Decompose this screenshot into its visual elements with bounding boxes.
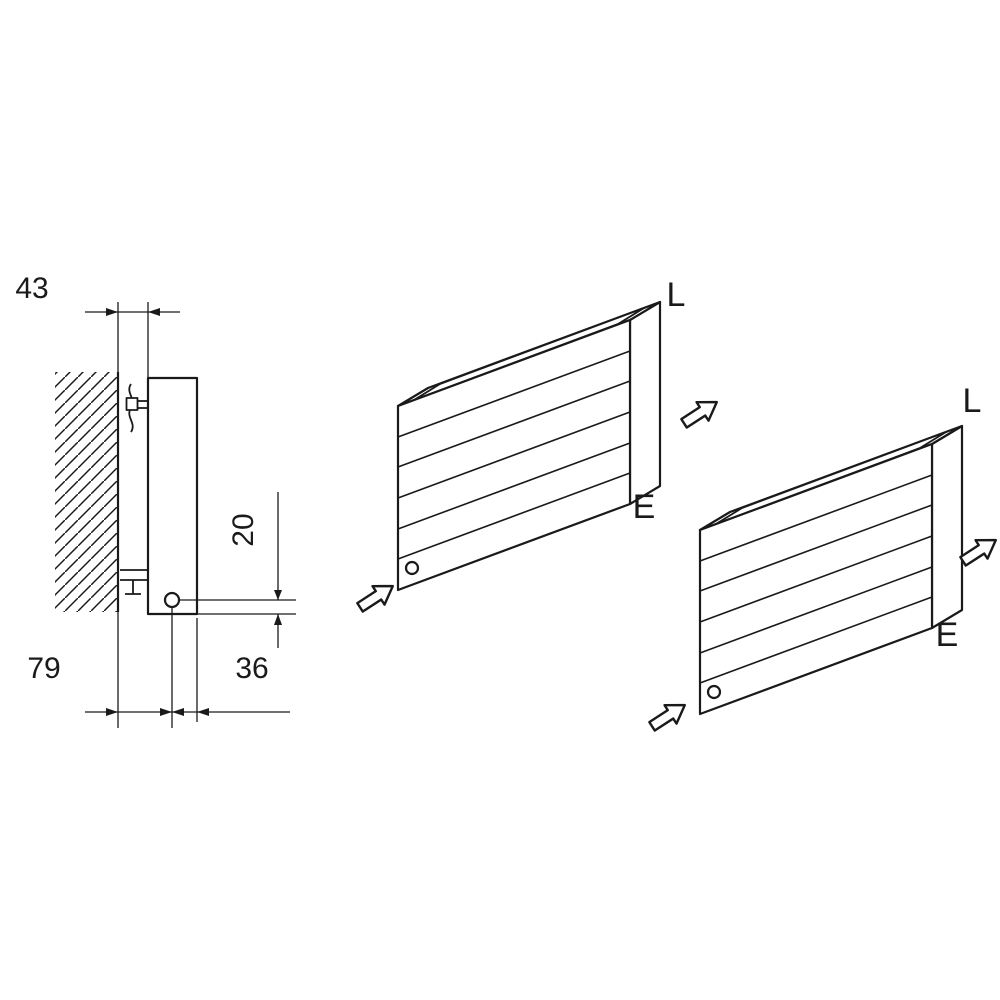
radiator-right-face <box>930 424 964 630</box>
dimension-wall-gap: 43 <box>15 272 180 378</box>
airflow-arrow-icon <box>680 400 718 429</box>
dimension-pipe-drop: 20 <box>227 492 282 648</box>
slat-line <box>699 504 933 592</box>
dim-arrowhead <box>106 708 118 716</box>
slat-line <box>397 380 631 468</box>
pipe-connection <box>163 591 181 609</box>
side-section-view: 43 20 79 36 <box>15 272 296 728</box>
airflow-arrow-icon <box>648 703 686 732</box>
radiator-right-face <box>628 300 662 506</box>
label-l: L <box>963 382 982 420</box>
iso-radiator-grille-top: L E <box>698 382 982 716</box>
upper-wall-bracket <box>125 383 148 433</box>
slat-line <box>397 442 631 530</box>
dim-arrowhead <box>172 708 184 716</box>
drain-plug <box>706 684 722 700</box>
iso-radiator-open-top: L E <box>396 276 686 592</box>
dim-value-79: 79 <box>27 652 60 685</box>
slat-line <box>699 535 933 623</box>
dim-value-20: 20 <box>227 513 260 546</box>
slat-line <box>397 411 631 499</box>
drain-plug <box>404 560 420 576</box>
dimension-bottom-offsets: 79 36 <box>27 607 290 728</box>
dim-arrowhead <box>106 308 118 316</box>
airflow-arrow-icon <box>959 538 997 567</box>
slat-line <box>397 350 631 438</box>
slat-line <box>699 566 933 654</box>
label-e: E <box>633 488 656 526</box>
radiator-side-profile <box>146 376 199 616</box>
airflow-arrow-icon <box>356 584 394 613</box>
dim-arrowhead <box>274 590 282 600</box>
label-e: E <box>936 616 959 654</box>
slat-line <box>699 474 933 562</box>
wall-hatch <box>55 372 118 612</box>
bracket-clip <box>125 397 139 411</box>
dim-arrowhead <box>160 708 172 716</box>
label-l: L <box>667 276 686 314</box>
slat-line <box>699 596 933 684</box>
dim-arrowhead <box>148 308 160 316</box>
dim-value-36: 36 <box>235 652 268 685</box>
lower-support-bracket <box>120 569 148 595</box>
dim-arrowhead <box>197 708 209 716</box>
slat-line <box>397 472 631 560</box>
dim-arrowhead <box>274 614 282 625</box>
dim-value-43: 43 <box>15 272 48 305</box>
